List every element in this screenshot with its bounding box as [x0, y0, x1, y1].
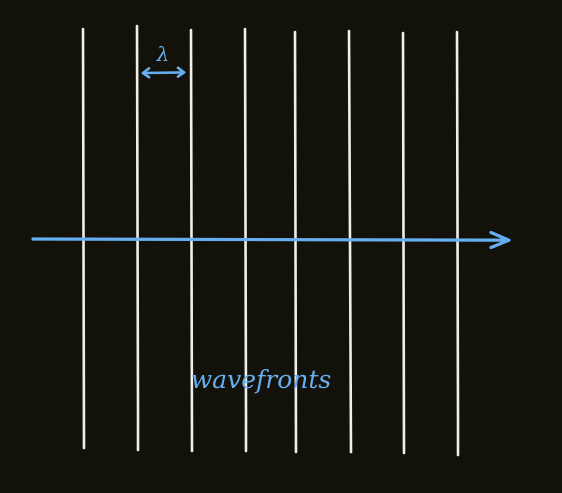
propagation-arrow: [31, 230, 511, 250]
wavefronts-caption: wavefronts: [191, 365, 331, 394]
wavelength-label: λ: [156, 42, 170, 66]
wavefront-line: [401, 31, 406, 455]
wavefront-line: [293, 30, 298, 454]
wavelength-double-arrow: [141, 71, 186, 75]
wavefront-line: [347, 29, 353, 454]
wavelength-marker: λ: [141, 42, 186, 79]
wavelength-arrow-left-head: [141, 67, 151, 79]
propagation-arrow-shaft: [31, 237, 510, 242]
wavefront-line: [455, 30, 460, 457]
wavelength-arrow-right-head: [176, 66, 186, 78]
propagation-arrow-head: [489, 230, 511, 250]
